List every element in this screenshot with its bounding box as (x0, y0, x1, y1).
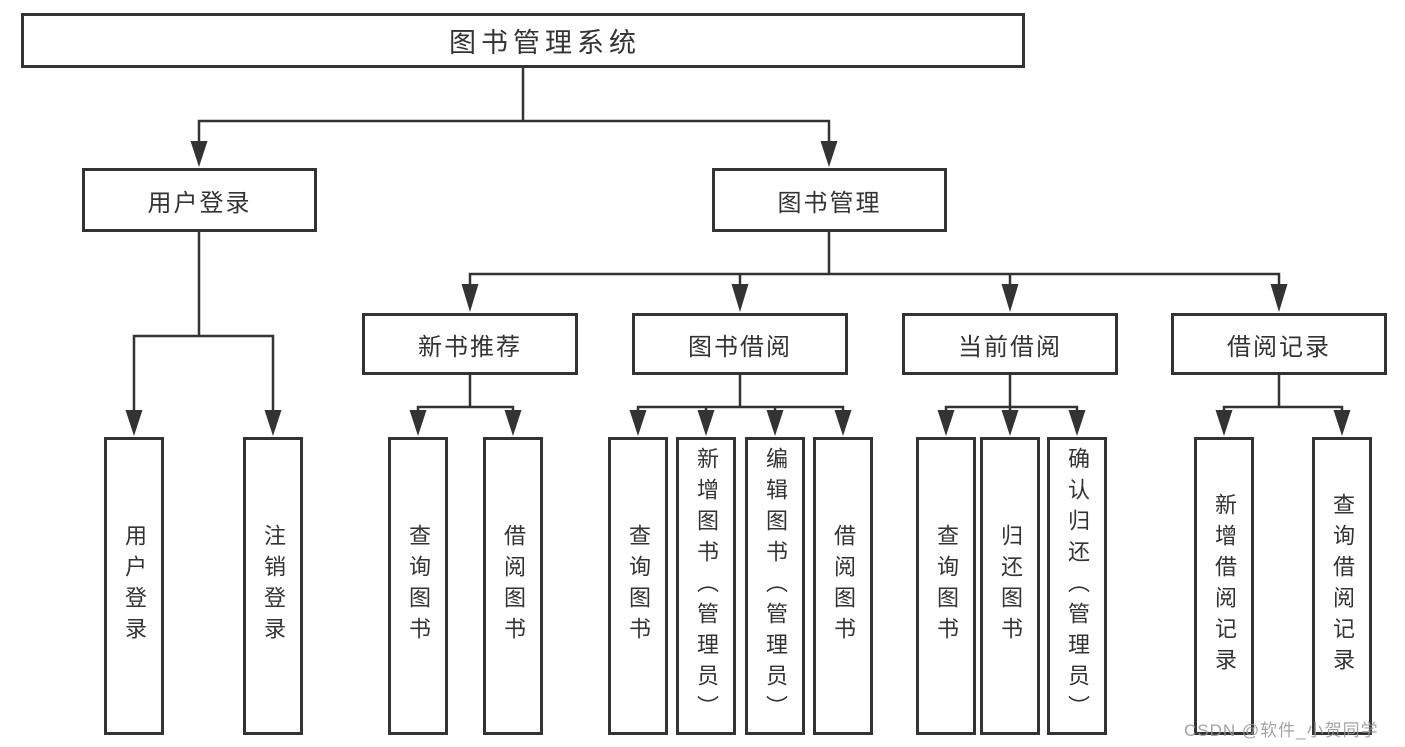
node-book-management: 图书管理 (712, 168, 947, 232)
arrow-down-icon (504, 410, 522, 436)
arrow-down-icon (1270, 284, 1288, 312)
leaf-borrow-book: 借阅图书 (813, 437, 873, 735)
arrow-down-icon (1001, 410, 1019, 436)
leaf-add-borrow-record: 新增借阅记录 (1194, 437, 1254, 735)
node-new-book-recommend: 新书推荐 (362, 313, 578, 375)
leaf-query-book-current: 查询图书 (916, 437, 976, 735)
leaf-edit-book-admin: 编辑图书（管理员） (745, 437, 805, 735)
leaf-query-borrow-record: 查询借阅记录 (1312, 437, 1372, 735)
leaf-borrow-book-recommend: 借阅图书 (483, 437, 543, 735)
leaf-add-book-admin: 新增图书（管理员） (676, 437, 736, 735)
arrow-down-icon (629, 410, 647, 436)
watermark: CSDN @软件_小贺同学 (1184, 721, 1379, 740)
arrow-down-icon (1215, 410, 1233, 436)
arrow-down-icon (820, 141, 838, 167)
arrow-down-icon (834, 410, 852, 436)
leaf-confirm-return-admin: 确认归还（管理员） (1047, 437, 1107, 735)
arrow-down-icon (937, 410, 955, 436)
arrow-down-icon (731, 284, 749, 312)
node-book-borrow: 图书借阅 (632, 313, 848, 375)
leaf-logout: 注销登录 (243, 437, 303, 735)
leaf-user-login: 用户登录 (104, 437, 164, 735)
arrow-down-icon (1333, 410, 1351, 436)
arrow-down-icon (264, 410, 282, 436)
arrow-down-icon (190, 141, 208, 167)
arrow-down-icon (461, 284, 479, 312)
arrow-down-icon (1001, 284, 1019, 312)
arrow-down-icon (1068, 410, 1086, 436)
arrow-down-icon (697, 410, 715, 436)
node-borrow-record: 借阅记录 (1171, 313, 1387, 375)
node-root: 图书管理系统 (21, 13, 1025, 68)
node-user-login: 用户登录 (82, 168, 317, 232)
leaf-return-book: 归还图书 (980, 437, 1040, 735)
leaf-query-book-borrow: 查询图书 (608, 437, 668, 735)
node-current-borrow: 当前借阅 (902, 313, 1118, 375)
arrow-down-icon (125, 410, 143, 436)
arrow-down-icon (766, 410, 784, 436)
leaf-query-book-recommend: 查询图书 (388, 437, 448, 735)
arrow-down-icon (409, 410, 427, 436)
